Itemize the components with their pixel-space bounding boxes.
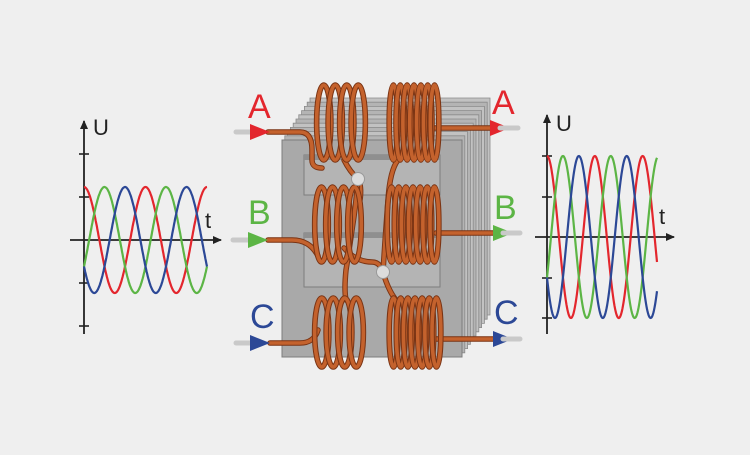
input-terminal-c: C — [233, 298, 275, 351]
coil-turn — [345, 185, 364, 264]
coil-turn — [347, 296, 366, 369]
output-terminal-b: B — [493, 189, 523, 241]
output-wave-c — [545, 154, 659, 320]
output-label-b: B — [494, 189, 517, 227]
coil-turn — [430, 296, 443, 369]
primary-lead-a — [266, 130, 324, 170]
output-label-a: A — [492, 84, 515, 122]
primary-coil-a — [313, 82, 369, 163]
output-x-label: t — [659, 204, 665, 229]
secondary-coil-a — [386, 82, 442, 163]
input-terminal-b: B — [230, 194, 271, 248]
input-terminals: A B C — [230, 88, 275, 351]
windings — [265, 82, 506, 370]
output-terminal-a: A — [490, 84, 521, 136]
coil-turn — [428, 83, 441, 162]
secondary-coil-b — [384, 184, 442, 265]
input-y-ticks — [79, 153, 89, 327]
input-label-c: C — [250, 298, 275, 336]
output-waveforms — [545, 154, 659, 320]
primary-coil-b — [311, 184, 365, 265]
secondary-neutral-node — [376, 265, 390, 279]
input-terminal-a: A — [233, 88, 271, 140]
coil-turn — [349, 83, 368, 162]
output-label-c: C — [494, 294, 519, 332]
input-wave-c — [82, 185, 209, 295]
coil-turn — [428, 185, 441, 264]
output-voltage-plot: U t — [535, 111, 675, 334]
primary-neutral-node — [351, 172, 365, 186]
input-x-label: t — [205, 208, 211, 233]
input-label-b: B — [248, 194, 271, 232]
output-wave-a — [546, 154, 659, 320]
input-waveforms — [82, 185, 209, 295]
primary-coil-c — [311, 295, 367, 370]
input-y-label: U — [93, 115, 109, 140]
output-y-label: U — [556, 111, 572, 136]
secondary-coil-c — [386, 295, 444, 370]
input-label-a: A — [248, 88, 271, 126]
input-voltage-plot: U t — [70, 115, 222, 334]
output-terminals: A B C — [490, 84, 523, 347]
output-wave-b — [545, 154, 659, 320]
output-terminal-c: C — [493, 294, 523, 347]
